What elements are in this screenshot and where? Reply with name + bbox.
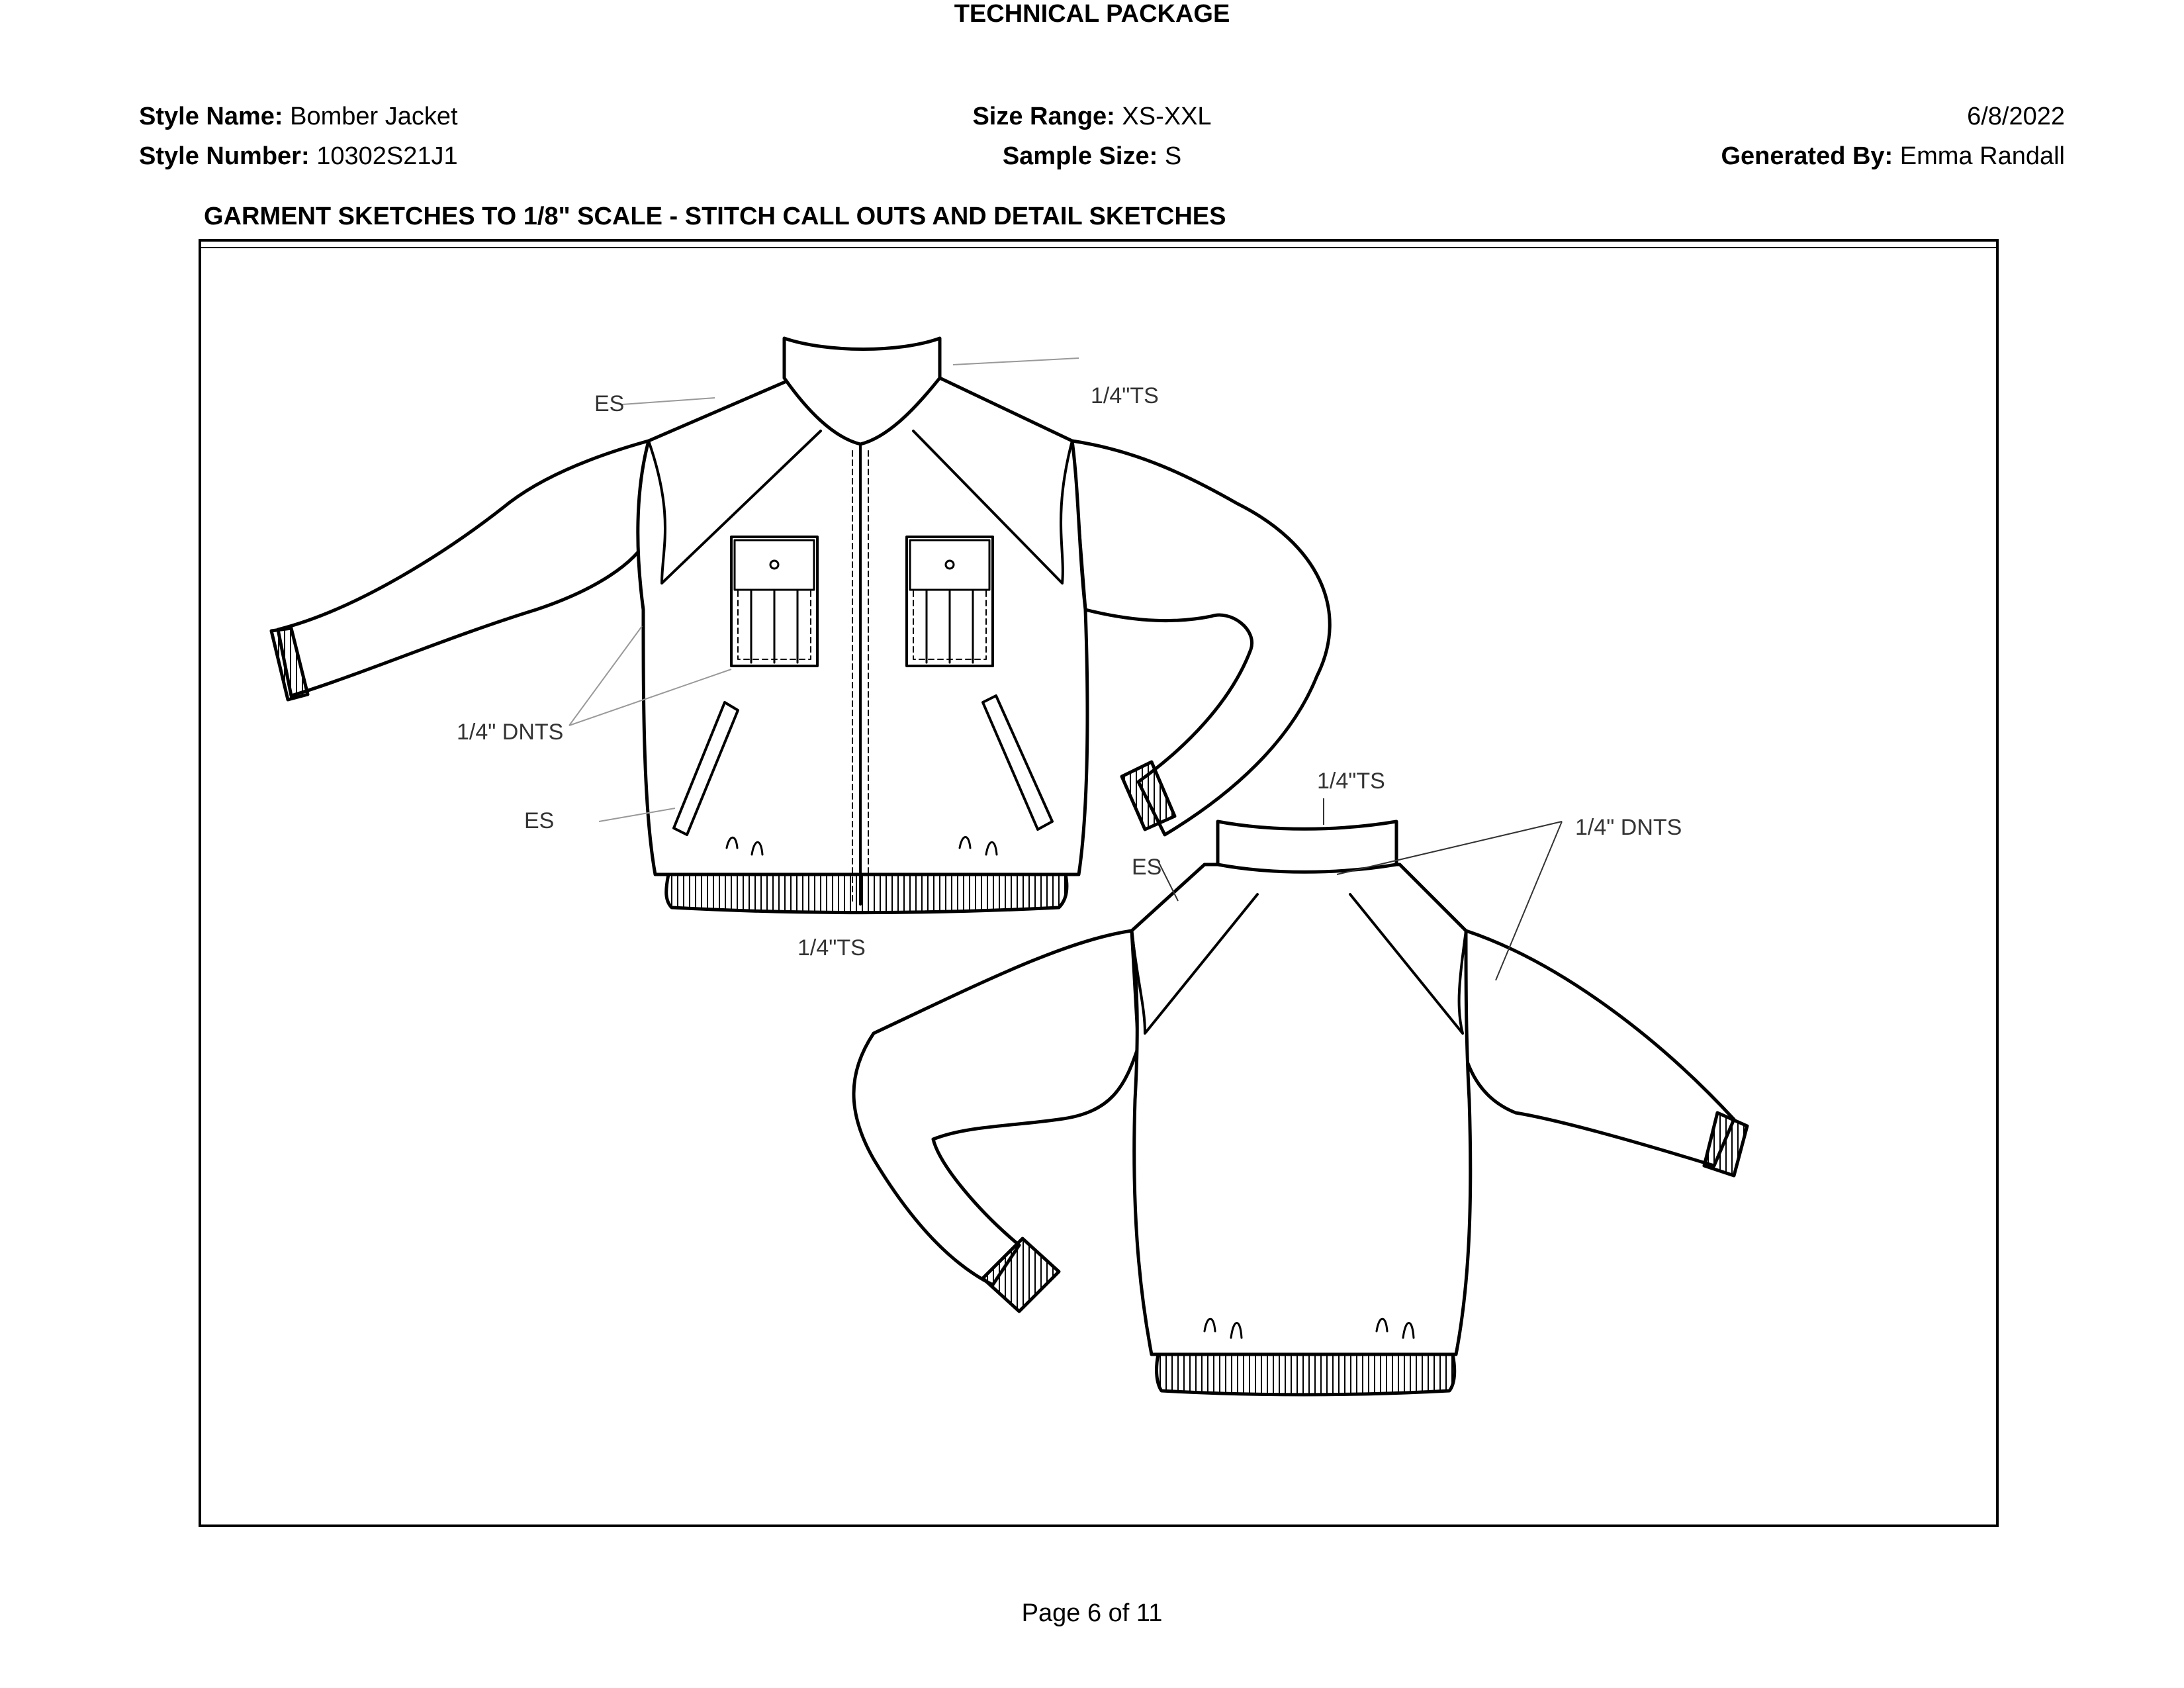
front-welt-pocket-left bbox=[672, 701, 739, 836]
sample-size-label: Sample Size: bbox=[1002, 142, 1158, 170]
frame-double-rule bbox=[201, 247, 1996, 248]
front-callout-es-shoulder: ES bbox=[594, 391, 624, 416]
front-callout-ts-collar: 1/4"TS bbox=[1091, 383, 1159, 408]
front-jacket-sketch bbox=[269, 336, 1332, 914]
back-callout-leaders bbox=[1158, 798, 1563, 981]
style-name-row: Style Name: Bomber Jacket bbox=[139, 102, 458, 131]
style-name-value: Bomber Jacket bbox=[290, 103, 458, 130]
back-callout-es-shoulder: ES bbox=[1132, 855, 1161, 880]
front-left-cuff bbox=[269, 626, 310, 702]
sample-size-row: Sample Size: S bbox=[0, 142, 2184, 171]
front-hem-band bbox=[664, 872, 1069, 914]
sketch-frame bbox=[199, 239, 1999, 1527]
front-right-cuff bbox=[1120, 760, 1177, 831]
front-callout-dnts-pocket: 1/4" DNTS bbox=[457, 720, 563, 745]
garment-sketches: ES 1/4"TS 1/4" DNTS ES 1/4"TS 1/4"TS 1/4… bbox=[269, 336, 1749, 1397]
sample-size-value: S bbox=[1164, 142, 1182, 170]
style-name-label: Style Name: bbox=[139, 103, 283, 130]
size-range-value: XS-XXL bbox=[1122, 103, 1212, 130]
section-title: GARMENT SKETCHES TO 1/8" SCALE - STITCH … bbox=[204, 203, 1226, 230]
date-row: 6/8/2022 bbox=[1967, 102, 2065, 131]
back-jacket-sketch bbox=[852, 820, 1749, 1397]
back-raglan-seam-left bbox=[1130, 893, 1259, 1035]
generated-by-label: Generated By: bbox=[1721, 142, 1893, 170]
size-range-label: Size Range: bbox=[972, 103, 1115, 130]
front-callout-leaders bbox=[569, 357, 1079, 822]
generated-by-row: Generated By: Emma Randall bbox=[1721, 142, 2065, 171]
page-number: Page 6 of 11 bbox=[1021, 1599, 1163, 1627]
front-collar bbox=[782, 336, 942, 446]
front-raglan-seam-right bbox=[912, 430, 1073, 585]
front-body bbox=[636, 376, 1089, 876]
front-callout-es-side: ES bbox=[524, 808, 554, 833]
back-body bbox=[1130, 863, 1473, 1356]
back-right-cuff bbox=[1702, 1111, 1749, 1178]
back-collar bbox=[1216, 820, 1398, 874]
back-right-sleeve bbox=[1461, 929, 1736, 1168]
front-welt-pocket-right bbox=[981, 694, 1054, 831]
style-number-label: Style Number: bbox=[139, 142, 310, 170]
front-left-sleeve bbox=[276, 439, 651, 698]
date-value: 6/8/2022 bbox=[1967, 103, 2065, 130]
back-callout-ts-collar: 1/4"TS bbox=[1317, 769, 1385, 794]
style-number-row: Style Number: 10302S21J1 bbox=[139, 142, 458, 171]
front-callout-ts-hem: 1/4"TS bbox=[797, 935, 866, 961]
generated-by-value: Emma Randall bbox=[1899, 142, 2065, 170]
back-callout-dnts-raglan: 1/4" DNTS bbox=[1575, 815, 1682, 840]
back-hem-band bbox=[1155, 1352, 1457, 1397]
back-left-sleeve bbox=[852, 929, 1140, 1287]
document-title: TECHNICAL PACKAGE bbox=[954, 0, 1230, 28]
front-raglan-seam-left bbox=[647, 430, 822, 585]
back-raglan-seam-right bbox=[1349, 893, 1467, 1035]
back-left-cuff bbox=[981, 1237, 1061, 1313]
style-number-value: 10302S21J1 bbox=[316, 142, 458, 170]
front-right-sleeve bbox=[1070, 439, 1332, 837]
size-range-row: Size Range: XS-XXL bbox=[0, 102, 2184, 131]
